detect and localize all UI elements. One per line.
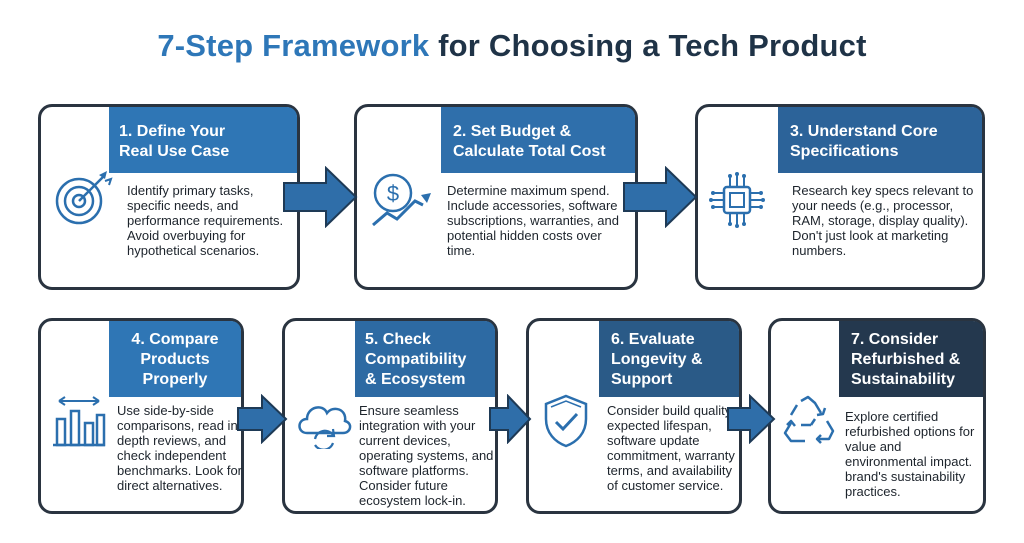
step-2-header: 2. Set Budget & Calculate Total Cost	[441, 107, 635, 173]
arrow-step-1-to-2	[283, 166, 358, 228]
step-1-description: Identify primary tasks, specific needs, …	[127, 183, 284, 258]
step-7-description: Explore certified refurbished options fo…	[845, 409, 975, 499]
dollar-growth-icon: $	[372, 173, 431, 227]
step-2-title-line-2: Calculate Total Cost	[453, 143, 606, 160]
arrow-step-5-to-6	[489, 394, 532, 444]
step-3-header: 3. Understand Core Specifications	[778, 107, 982, 173]
step-card-7: 7. Consider Refurbished & Sustainability…	[768, 318, 986, 514]
step-4-title-line-1: 4. Compare	[131, 331, 219, 348]
step-1-title-line-1: 1. Define Your	[119, 123, 226, 140]
step-4-header: 4. Compare Products Properly	[109, 321, 241, 397]
svg-text:$: $	[387, 181, 399, 206]
chip-icon	[709, 172, 765, 228]
arrow-step-4-to-5	[237, 394, 288, 444]
arrow-step-6-to-7	[727, 394, 776, 444]
step-4-title-line-3: Properly	[142, 371, 208, 388]
step-7-title-line-3: Sustainability	[851, 371, 956, 388]
step-5-header: 5. Check Compatibility & Ecosystem	[355, 321, 495, 397]
step-6-header: 6. Evaluate Longevity & Support	[599, 321, 739, 397]
step-5-description: Ensure seamless integration with your cu…	[359, 403, 494, 508]
step-5-title-line-1: 5. Check	[365, 331, 431, 348]
step-card-6: 6. Evaluate Longevity & Support Consider…	[526, 318, 742, 514]
step-6-description: Consider build quality, expected lifespa…	[607, 403, 735, 493]
step-3-title-line-2: Specifications	[790, 143, 899, 160]
recycle-icon	[783, 395, 835, 444]
step-card-4: 4. Compare Products Properly Use side-by…	[38, 318, 244, 514]
step-4-description: Use side-by-side comparisons, read in-de…	[117, 403, 243, 493]
step-6-title-line-2: Longevity &	[611, 351, 703, 368]
step-5-title-line-2: Compatibility	[365, 351, 467, 368]
step-4-title-line-2: Products	[140, 351, 210, 368]
step-7-title-line-2: Refurbished &	[851, 351, 961, 368]
step-card-3: 3. Understand Core Specifications Resear…	[695, 104, 985, 290]
title-rest: for Choosing a Tech Product	[438, 28, 867, 63]
page-title: 7-Step Framework for Choosing a Tech Pro…	[0, 28, 1024, 64]
step-1-title-line-2: Real Use Case	[119, 143, 230, 160]
step-7-header: 7. Consider Refurbished & Sustainability	[839, 321, 983, 397]
arrow-step-2-to-3	[623, 166, 698, 228]
shield-check-icon	[544, 394, 588, 448]
step-7-title-line-1: 7. Consider	[851, 331, 939, 348]
cloud-sync-icon	[298, 406, 352, 449]
step-2-description: Determine maximum spend. Include accesso…	[447, 183, 619, 258]
bar-compare-icon	[53, 396, 106, 447]
step-card-5: 5. Check Compatibility & Ecosystem Ensur…	[282, 318, 498, 514]
step-3-description: Research key specs relevant to your need…	[792, 183, 974, 258]
step-6-title-line-3: Support	[611, 371, 673, 388]
title-accent: 7-Step Framework	[157, 28, 430, 63]
step-5-title-line-3: & Ecosystem	[365, 371, 466, 388]
step-3-title-line-1: 3. Understand Core	[790, 123, 938, 140]
step-2-title-line-1: 2. Set Budget &	[453, 123, 572, 140]
step-6-title-line-1: 6. Evaluate	[611, 331, 695, 348]
target-icon	[55, 171, 113, 225]
step-card-1: 1. Define Your Real Use Case Identify pr…	[38, 104, 300, 290]
step-1-header: 1. Define Your Real Use Case	[109, 107, 297, 173]
step-card-2: 2. Set Budget & Calculate Total Cost $ D…	[354, 104, 638, 290]
